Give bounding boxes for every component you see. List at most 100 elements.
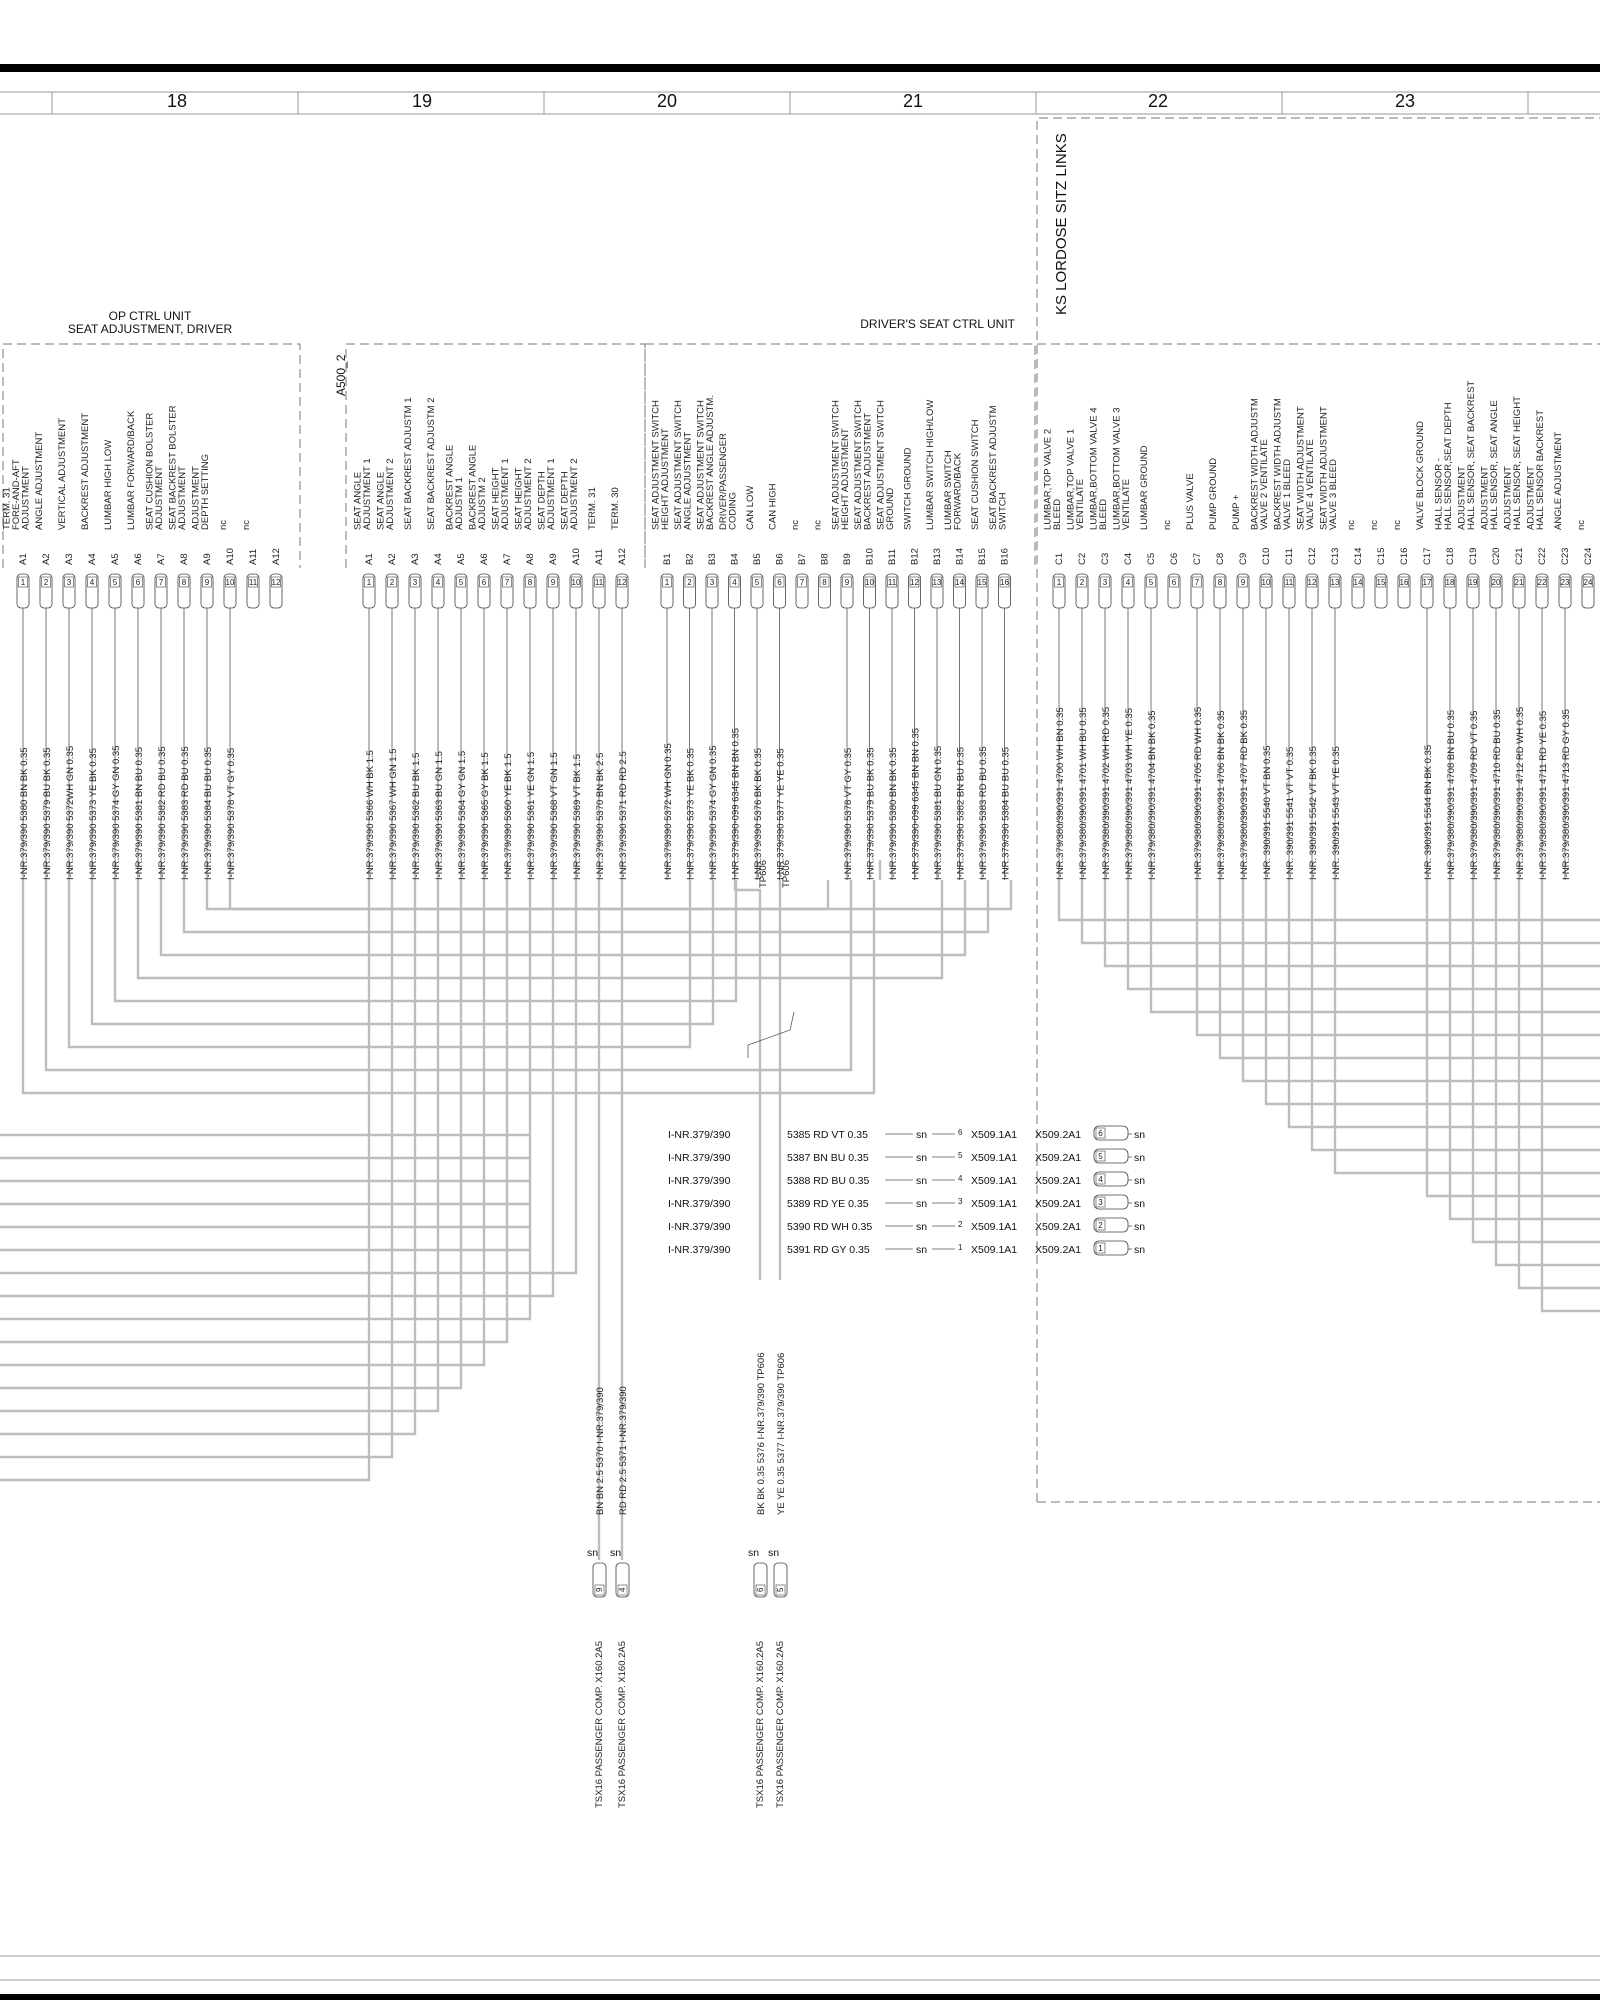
x509-n: 1 (958, 1243, 963, 1252)
groupA2-desc-A5: ADJUSTM 1 (454, 477, 465, 530)
column-number-23: 23 (1395, 91, 1415, 111)
groupB-desc-B5: CAN LOW (745, 486, 756, 530)
wire-a2-2 (0, 880, 394, 1459)
x509-n: 3 (958, 1197, 963, 1206)
tp606-label-2: TP606 (781, 860, 792, 888)
x509-1a1: X509.1A1 (971, 1198, 1017, 1210)
pin-number: 19 (1469, 578, 1478, 587)
wire-a2-10 (0, 880, 578, 1275)
pin-number: 2 (390, 578, 395, 587)
x509-inr: I-NR.379/390 (668, 1244, 731, 1256)
x160-pin: 9 (595, 1587, 604, 1592)
pin-number: 1 (1057, 578, 1062, 587)
groupB-wire-label-B14: I-NR.379/390 5382 BN BU 0.35 (956, 747, 967, 880)
pin-number-box (41, 576, 51, 588)
groupA1-pin-label-A11: A11 (248, 549, 259, 565)
pin-number-box (18, 576, 28, 588)
pin-number: 15 (978, 578, 987, 587)
pin-number: 9 (1241, 578, 1246, 587)
x509-sn: sn (916, 1175, 927, 1187)
pin-number-box (1169, 576, 1179, 588)
pin-number-box (954, 576, 965, 588)
groupC-pin-label-C1: C1 (1054, 553, 1065, 565)
wire-c-1 (1057, 880, 1600, 922)
groupA2-pin-label-A12: A12 (617, 548, 628, 565)
wire-c-9 (1264, 880, 1600, 1106)
groupA1-pin-label-A8: A8 (179, 553, 190, 565)
pin-number: 8 (1218, 578, 1223, 587)
pin-number-box (1192, 576, 1202, 588)
groupC-pin-label-C11: C11 (1284, 548, 1295, 565)
groupC-desc-C8: PUMP GROUND (1208, 458, 1219, 530)
groupA1-wire-label-A6: I-NR.379/390 5381 BN BU 0.35 (134, 747, 145, 880)
pin-number-box (87, 576, 97, 588)
pin-number-box (1468, 576, 1478, 588)
x509-pin: 3 (1098, 1198, 1103, 1207)
pin-number: 7 (1195, 578, 1200, 587)
groupB-wire-label-B1: I-NR.379/390 5372 WH GN 0.35 (663, 743, 674, 880)
x160-sn: sn (768, 1547, 779, 1559)
x509-inr: I-NR.379/390 (668, 1152, 731, 1164)
groupA1-desc-A5: LUMBAR HIGH LOW (103, 440, 114, 530)
groupC-wire-label-C19: I-NR.379/380/390/391 4709 RD VT 0.35 (1469, 711, 1480, 880)
groupC-desc-C6: nc (1162, 520, 1173, 530)
x509-1a1: X509.1A1 (971, 1175, 1017, 1187)
groupB-wire-label-B9: I-NR.379/390 5378 VT GY 0.35 (843, 748, 854, 880)
groupA1-desc-A2: ANGLE ADJUSTMENT (34, 432, 45, 530)
groupB-desc-B4: CODING (727, 492, 738, 530)
x509-sn-right: sn (1134, 1152, 1145, 1164)
groupC-wire-label-C18: I-NR.379/380/390/391 4708 BN BU 0.35 (1446, 710, 1457, 880)
pin-number-box (1123, 576, 1133, 588)
groupB-pin-label-B10: B10 (865, 548, 876, 565)
groupB-wire-label-B4: I-NR.379/390-099 6345 BN BN 0.35 (731, 728, 742, 880)
groupA1-desc-A3: VERTICAL ADJUSTMENT (57, 418, 68, 530)
groupA2-wire-label-A6: I-NR.379/390 5365 GY BK 1.5 (480, 752, 491, 880)
x160-pin: 5 (776, 1587, 785, 1592)
pin-number-box (932, 576, 942, 588)
groupC-pin-label-C23: C23 (1560, 548, 1571, 565)
groupA2-desc-A5: BACKREST ANGLE (444, 445, 455, 530)
groupC-desc-C14: nc (1346, 520, 1357, 530)
groupC-desc-C13: VALVE 3 BLEED (1328, 459, 1339, 530)
groupB-pin-label-B4: B4 (730, 553, 741, 565)
pin-number-box (225, 576, 235, 588)
groupC-pin-label-C20: C20 (1491, 548, 1502, 565)
groupA2-pin-label-A9: A9 (548, 553, 559, 565)
groupB-wire-label-B15: I-NR.379/390 5383 RD BU 0.35 (978, 746, 989, 880)
wire-c-12 (1333, 880, 1600, 1175)
pin-number: 13 (933, 578, 942, 587)
groupA2-pin-label-A8: A8 (525, 553, 536, 565)
pin-number-box (1215, 576, 1225, 588)
pin-number-box (887, 576, 897, 588)
pin-number-box (156, 576, 166, 588)
groupA2-desc-A2: SEAT ANGLE (375, 472, 386, 530)
groupB-wire-label-B12: I-NR.379/390-099 6345 BN BN 0.35 (911, 728, 922, 880)
groupB-pin-label-B2: B2 (685, 553, 696, 565)
groupC-wire-label-C3: I-NR.379/380/390/391 4702 WH RD 0.35 (1101, 707, 1112, 880)
x509-wire: 5387 BN BU 0.35 (787, 1152, 869, 1164)
pin-number: 7 (159, 578, 164, 587)
groupA1-desc-A8: ADJUSTMENT (177, 466, 188, 530)
x509-n: 5 (958, 1151, 963, 1160)
groupA1-pin-label-A12: A12 (271, 548, 282, 565)
pin-number-box (479, 576, 489, 588)
pin-number: 14 (1354, 578, 1363, 587)
x509-sn: sn (916, 1198, 927, 1210)
wire-a1-b1 (67, 880, 692, 1049)
ks-lordose-title: KS LORDOSE SITZ LINKS (1053, 133, 1070, 315)
pin-number-box (684, 576, 695, 588)
a500-box-left (345, 343, 646, 568)
pin-number-box (179, 576, 189, 588)
groupB-desc-B1: SEAT ADJUSTMENT SWITCH (650, 400, 661, 530)
pin-number: 7 (505, 578, 510, 587)
x509-n: 6 (958, 1128, 963, 1137)
groupA2-desc-A8: ADJUSTMENT 2 (523, 458, 534, 530)
groupA1-wire-label-A4: I-NR.379/390 5373 YE BK 0.35 (88, 748, 99, 880)
groupB-desc-B3: SEAT ADJUSTMENT SWITCH (695, 400, 706, 530)
groupA2-pin-label-A1: A1 (364, 553, 375, 565)
pin-number-box (1560, 576, 1570, 588)
groupC-desc-C22: ADJUSTMENT (1525, 466, 1536, 530)
groupC-wire-label-C12: I-NR. 390/391 5542 VT BK 0.35 (1308, 746, 1319, 880)
